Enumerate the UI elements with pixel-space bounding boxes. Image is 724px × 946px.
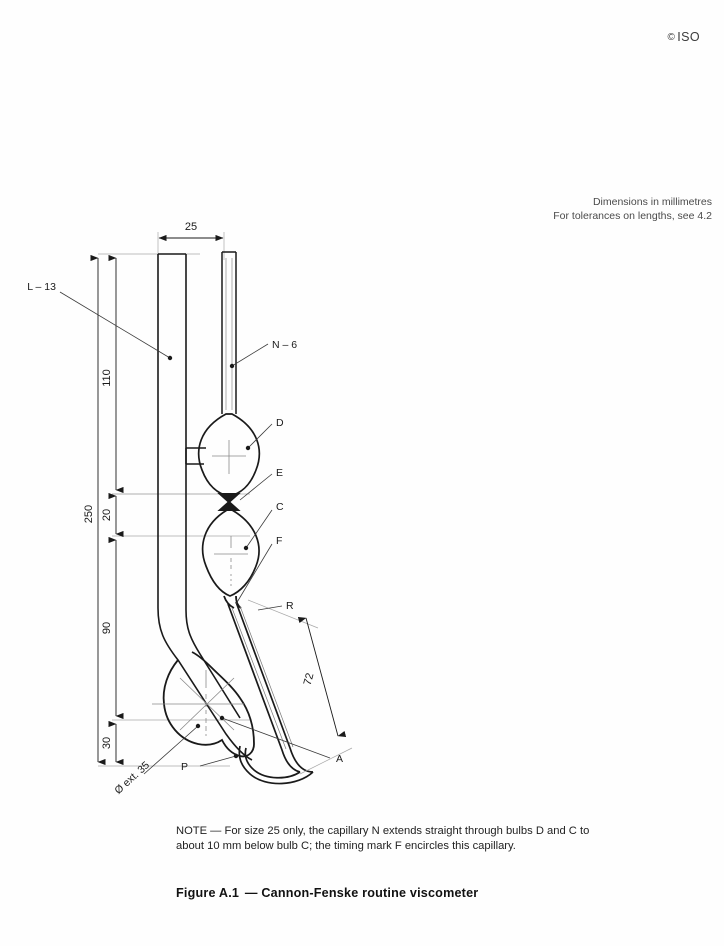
dimension-110: 110 bbox=[101, 254, 124, 494]
callout-N-label: N – 6 bbox=[272, 339, 297, 351]
bulb-C-centermark bbox=[214, 536, 248, 586]
bulb-A-centermark bbox=[152, 670, 244, 736]
iso-label: ISO bbox=[677, 30, 700, 44]
dimension-72-label: 72 bbox=[302, 672, 317, 687]
bulb-C bbox=[201, 509, 260, 597]
callout-L-label: L – 13 bbox=[27, 281, 56, 293]
dimension-units-line1: Dimensions in millimetres bbox=[592, 196, 712, 208]
bulb-D-centermark bbox=[212, 440, 246, 474]
timing-mark-E bbox=[217, 493, 241, 511]
callout-P-label: P bbox=[181, 761, 188, 773]
dimension-30-label: 30 bbox=[101, 737, 113, 749]
dimension-units-note: Dimensions in millimetres For tolerances… bbox=[553, 195, 712, 223]
callout-A-label: A bbox=[336, 753, 343, 765]
dimension-110-label: 110 bbox=[101, 369, 113, 387]
dimension-250-label: 250 bbox=[83, 505, 95, 523]
outer-tube-L bbox=[157, 253, 253, 761]
callout-F: F bbox=[235, 535, 282, 605]
capillary-R bbox=[227, 601, 314, 773]
callout-R: R bbox=[257, 600, 294, 612]
callout-F-label: F bbox=[276, 535, 282, 547]
iso-copyright-mark: ©ISO bbox=[667, 30, 700, 44]
callout-D-label: D bbox=[276, 417, 284, 429]
dimension-25-label: 25 bbox=[185, 221, 197, 233]
callout-A: A bbox=[219, 715, 343, 765]
side-arm bbox=[185, 447, 206, 465]
figure-caption-number: Figure A.1 bbox=[176, 886, 240, 900]
figure-note: NOTE — For size 25 only, the capillary N… bbox=[176, 825, 590, 853]
bottom-u-bend bbox=[238, 745, 314, 785]
copyright-icon: © bbox=[667, 32, 676, 43]
figure-caption: Figure A.1 — Cannon-Fenske routine visco… bbox=[176, 886, 626, 900]
callout-L: L – 13 bbox=[27, 281, 173, 361]
callout-E-label: E bbox=[276, 467, 283, 479]
callout-C: C bbox=[243, 501, 284, 551]
capillary-tube-N bbox=[221, 251, 237, 414]
figure-caption-dash: — bbox=[244, 886, 258, 900]
dimension-20: 20 bbox=[101, 492, 124, 538]
dimension-72: 72 bbox=[247, 599, 353, 775]
callout-diameter-label: Ø ext. 35 bbox=[112, 759, 152, 797]
technical-drawing: 250 110 20 90 30 bbox=[0, 218, 724, 798]
callout-N: N – 6 bbox=[229, 339, 297, 369]
dimension-250: 250 bbox=[83, 254, 106, 766]
dimension-90: 90 bbox=[101, 536, 124, 720]
callout-C-label: C bbox=[276, 501, 284, 513]
callout-D: D bbox=[245, 417, 284, 451]
viscometer-drawing-svg: 250 110 20 90 30 bbox=[27, 221, 353, 797]
dimension-25: 25 bbox=[157, 221, 225, 260]
callout-P: P bbox=[181, 753, 239, 773]
figure-caption-title: Cannon-Fenske routine viscometer bbox=[261, 886, 479, 900]
bulb-A-reservoir bbox=[162, 651, 255, 758]
dimension-30: 30 bbox=[101, 720, 124, 766]
dimension-90-label: 90 bbox=[101, 622, 113, 634]
dimension-20-label: 20 bbox=[101, 509, 113, 521]
dimension-units-line2: For tolerances on lengths, see 4.2 bbox=[553, 210, 712, 222]
callout-R-label: R bbox=[286, 600, 294, 612]
callout-E: E bbox=[239, 467, 283, 501]
